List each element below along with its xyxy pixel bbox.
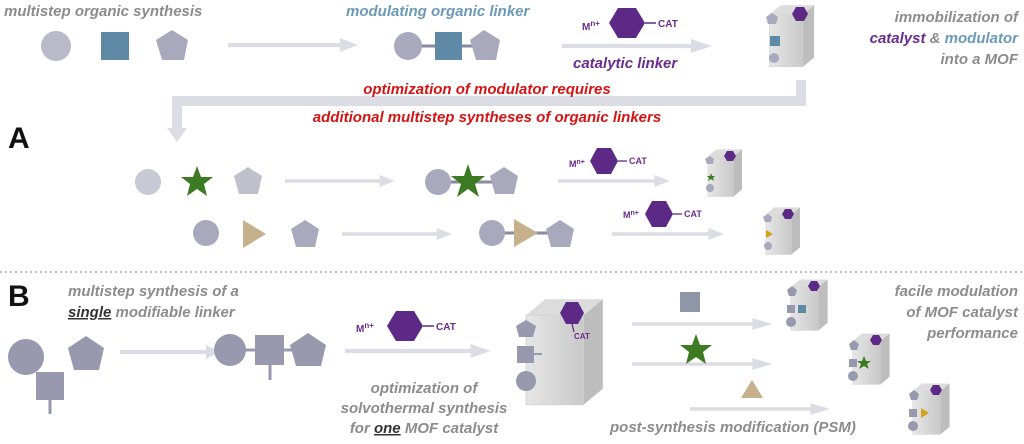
optimization-requires-label: optimization of modulator requires xyxy=(363,81,611,98)
cat-label: CAT xyxy=(684,209,702,219)
triangle-modulator-icon xyxy=(741,380,763,398)
mof-box-icon xyxy=(763,207,801,255)
catalyst-hexagon-icon xyxy=(590,148,627,174)
psm-label: post-synthesis modification (PSM) xyxy=(609,419,856,436)
building-block-pentagon xyxy=(234,167,262,194)
immobilization-label-line2: catalyst & modulator xyxy=(870,30,1020,47)
star-linker-molecule xyxy=(425,164,518,197)
mof-box-icon xyxy=(848,333,890,385)
mof-box-icon xyxy=(705,149,743,197)
reaction-arrow xyxy=(285,175,395,187)
immobilization-label-line3: into a MOF xyxy=(941,51,1019,68)
triangle-linker-molecule xyxy=(479,219,574,247)
metal-label: Mn+ xyxy=(356,321,374,335)
modulating-linker-molecule xyxy=(394,30,500,60)
metal-label: Mn+ xyxy=(623,210,639,220)
mof-box-icon: CAT xyxy=(516,298,604,406)
star-modulator-icon xyxy=(680,334,712,364)
modifiable-linker-molecule xyxy=(214,333,326,380)
building-block-square xyxy=(101,32,129,60)
feedback-arrow xyxy=(167,80,806,142)
multistep-organic-synthesis-label: multistep organic synthesis xyxy=(4,3,202,20)
reaction-arrow xyxy=(612,228,724,240)
cat-label: CAT xyxy=(436,322,456,333)
catalytic-linker-label: catalytic linker xyxy=(573,55,678,72)
star-modulator-icon xyxy=(181,166,213,196)
mof-box-icon xyxy=(786,279,828,331)
panel-b-label: B xyxy=(8,280,30,313)
triangle-modulator-icon xyxy=(243,220,266,248)
building-block-circle xyxy=(135,169,161,195)
square-modulator-icon xyxy=(680,292,700,312)
solvothermal-label-line3: for one MOF catalyst xyxy=(350,420,499,437)
building-block-circle xyxy=(41,31,71,61)
additional-syntheses-label: additional multistep syntheses of organi… xyxy=(313,109,661,126)
panel-a-label: A xyxy=(8,122,30,155)
building-block-circle xyxy=(8,339,44,375)
metal-label: Mn+ xyxy=(582,19,600,33)
cat-label: CAT xyxy=(658,19,678,30)
reaction-arrow xyxy=(342,228,452,240)
building-block-square-with-tail xyxy=(36,372,64,414)
catalyst-hexagon-icon xyxy=(645,201,682,227)
catalyst-hexagon-icon xyxy=(609,8,656,38)
reaction-arrow xyxy=(120,345,220,359)
metal-label: Mn+ xyxy=(569,159,585,169)
cat-label: CAT xyxy=(574,332,590,341)
cat-label: CAT xyxy=(629,156,647,166)
single-linker-label-line2: single modifiable linker xyxy=(68,304,236,321)
building-block-pentagon xyxy=(68,336,104,370)
facile-label-line1: facile modulation xyxy=(895,283,1018,300)
mof-box-icon xyxy=(908,383,950,435)
building-block-circle xyxy=(193,220,219,246)
solvothermal-label-line1: optimization of xyxy=(371,380,480,397)
reaction-arrow xyxy=(558,175,670,187)
mof-box-icon xyxy=(766,4,815,68)
solvothermal-label-line2: solvothermal synthesis xyxy=(341,400,508,417)
reaction-arrow xyxy=(345,344,491,358)
immobilization-label-line1: immobilization of xyxy=(895,9,1020,26)
building-block-pentagon xyxy=(291,220,319,247)
reaction-arrow xyxy=(562,39,712,53)
reaction-arrow xyxy=(690,403,830,415)
reaction-arrow xyxy=(632,318,772,330)
reaction-arrow xyxy=(228,38,358,52)
facile-label-line2: of MOF catalyst xyxy=(906,304,1019,321)
building-block-pentagon xyxy=(156,30,188,60)
single-linker-label-line1: multistep synthesis of a xyxy=(68,283,239,300)
modulating-linker-label: modulating organic linker xyxy=(346,3,531,20)
catalyst-hexagon-icon xyxy=(387,311,434,341)
facile-label-line3: performance xyxy=(926,325,1018,342)
